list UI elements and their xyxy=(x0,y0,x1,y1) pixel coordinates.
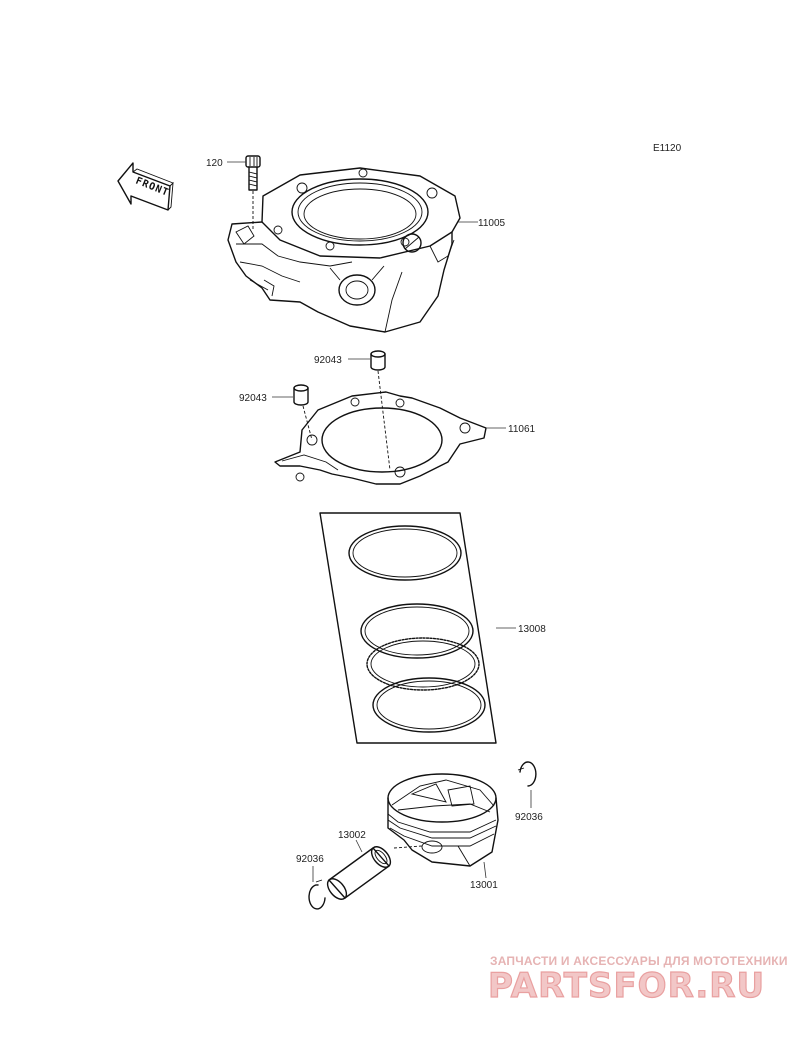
clip-left-part xyxy=(308,879,326,910)
label-bolt: 120 xyxy=(206,158,223,169)
label-piston: 13001 xyxy=(470,880,498,891)
front-arrow-icon: FRONT xyxy=(117,162,174,211)
diagram-code: E1120 xyxy=(653,143,682,154)
label-gasket: 11061 xyxy=(508,424,536,435)
piston-part xyxy=(387,773,499,867)
label-dowel-upper: 92043 xyxy=(314,355,342,366)
label-clip-left: 92036 xyxy=(296,854,324,865)
dowel-upper-part xyxy=(370,350,391,471)
gasket-part xyxy=(274,391,487,485)
watermark-logo-text: PARTSFOR.RU xyxy=(488,966,765,1006)
cylinder-part xyxy=(227,167,461,333)
label-cylinder: 11005 xyxy=(478,218,506,229)
watermark-tagline: ЗАПЧАСТИ И АКСЕССУАРЫ ДЛЯ МОТОТЕХНИКИ xyxy=(490,954,788,968)
dowel-left-part xyxy=(293,384,313,441)
watermark-logo: ЗАПЧАСТИ И АКСЕССУАРЫ ДЛЯ МОТОТЕХНИКИ PA… xyxy=(487,954,788,1007)
label-ring-set: 13008 xyxy=(518,624,546,635)
piston-pin-part xyxy=(326,846,392,900)
label-piston-pin: 13002 xyxy=(338,830,366,841)
clip-right-part xyxy=(517,761,537,787)
bolt-part xyxy=(245,155,261,230)
label-clip-right: 92036 xyxy=(515,812,543,823)
ring-set-part xyxy=(319,512,497,744)
label-dowel-left: 92043 xyxy=(239,393,267,404)
